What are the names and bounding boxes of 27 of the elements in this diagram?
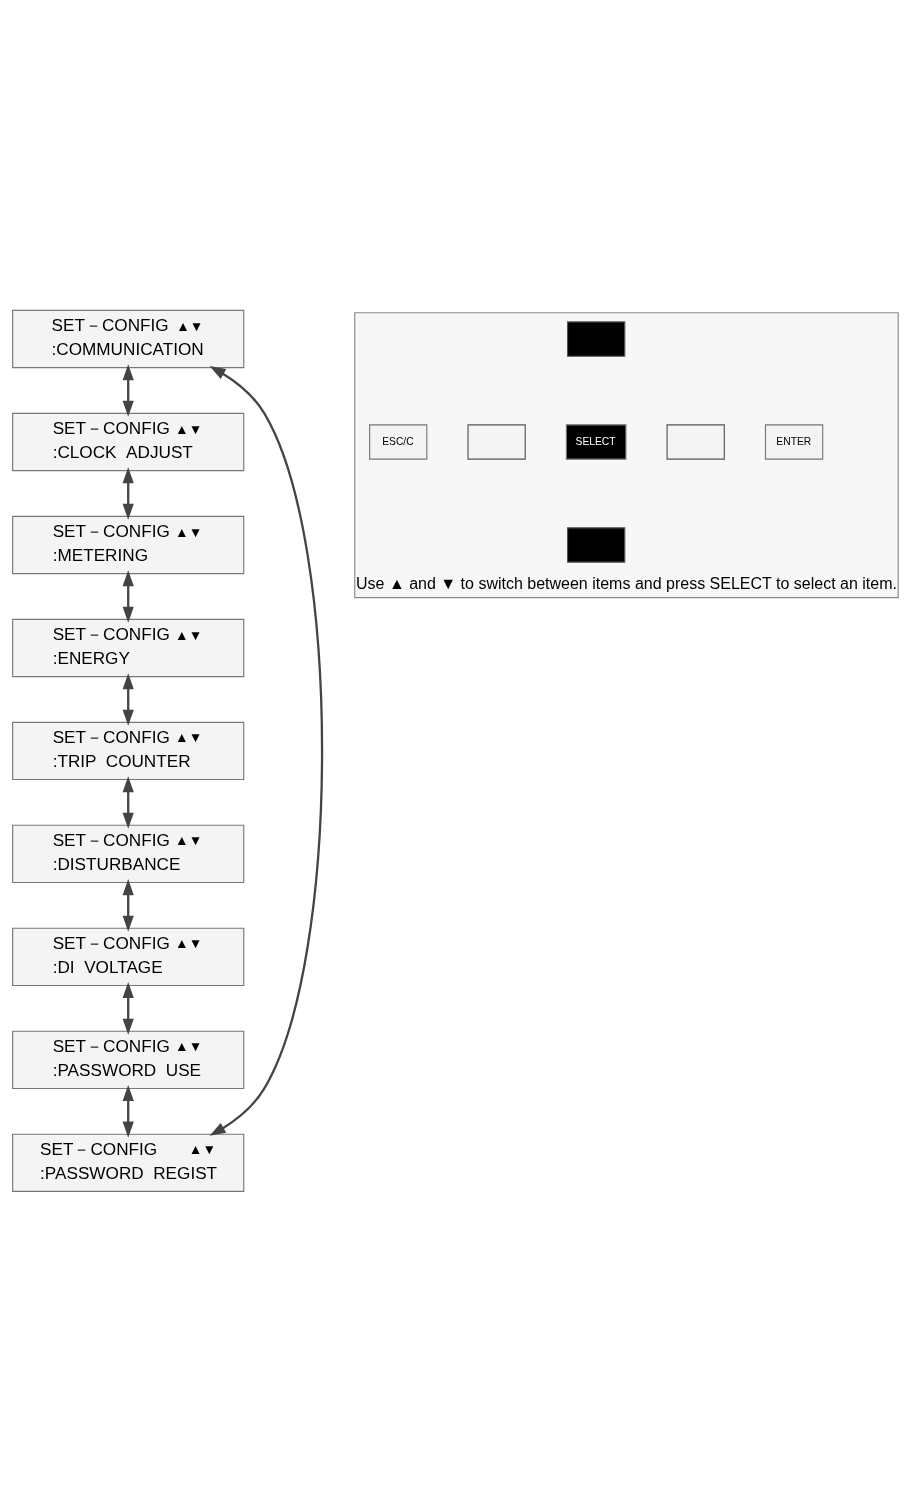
node-box: SET－CONFIG ▲▼ :CLOCK ADJUST bbox=[12, 412, 245, 472]
node-box: SET－CONFIG ▲▼ :PASSWORD REGIST bbox=[12, 1133, 245, 1192]
arrow bbox=[122, 776, 134, 829]
node-box: ENTER bbox=[764, 424, 824, 460]
arrow bbox=[122, 673, 134, 726]
node-box: SET－CONFIG ▲▼ :COMMUNICATION bbox=[12, 309, 245, 369]
arrow bbox=[122, 467, 134, 520]
node-box bbox=[566, 527, 626, 563]
node-box bbox=[467, 424, 526, 460]
arrow bbox=[209, 366, 324, 1136]
arrow bbox=[122, 364, 134, 417]
node-box: SET－CONFIG ▲▼ :TRIP COUNTER bbox=[12, 721, 245, 781]
arrow bbox=[122, 982, 134, 1035]
node-box: ESC/C bbox=[369, 424, 428, 460]
node-box: SET－CONFIG ▲▼ :DISTURBANCE bbox=[12, 824, 245, 884]
node-box: SELECT bbox=[565, 424, 627, 460]
node-box bbox=[666, 424, 725, 460]
node-box: SET－CONFIG ▲▼ :METERING bbox=[12, 515, 245, 575]
node-box: SET－CONFIG ▲▼ :DI VOLTAGE bbox=[12, 927, 245, 987]
node-box: SET－CONFIG ▲▼ :PASSWORD USE bbox=[12, 1030, 245, 1089]
arrow bbox=[122, 1085, 134, 1138]
arrow bbox=[122, 570, 134, 623]
node-box bbox=[566, 321, 626, 357]
node-label: Use ▲ and ▼ to switch between items and press SELECT to select an item. bbox=[355, 574, 897, 592]
node-box: SET－CONFIG ▲▼ :ENERGY bbox=[12, 618, 245, 678]
cluster bbox=[354, 312, 899, 599]
arrow bbox=[122, 879, 134, 932]
